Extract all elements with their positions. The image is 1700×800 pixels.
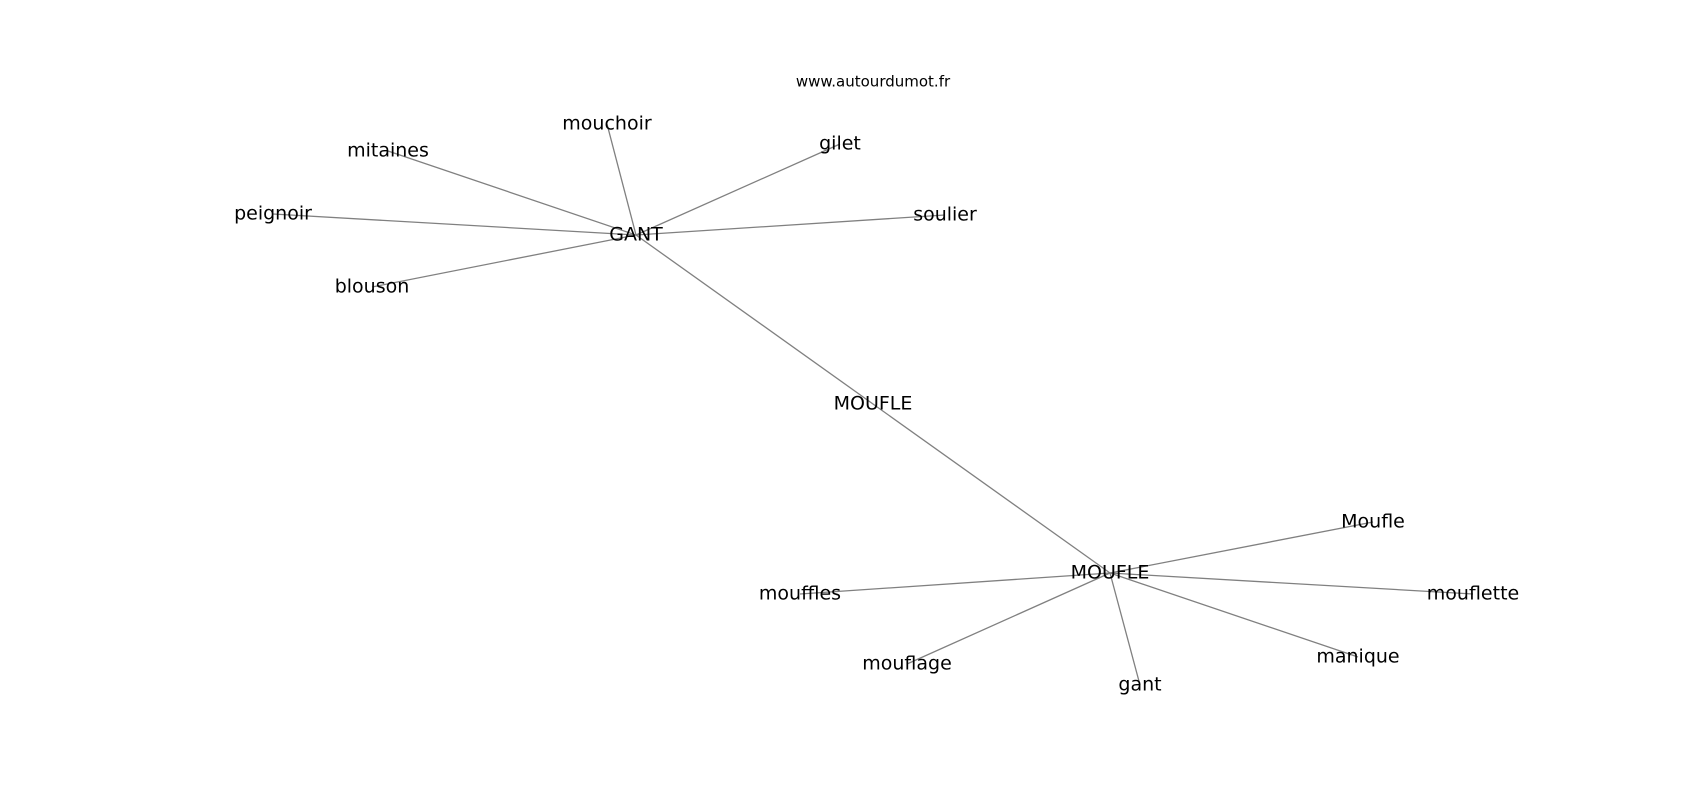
node-moufle-center[interactable]: MOUFLE [834,393,913,415]
edge-gant-hub-gilet [635,143,841,236]
edge-moufle-hub-manique [1109,572,1359,658]
node-mitaines[interactable]: mitaines [347,140,429,162]
node-gilet[interactable]: gilet [819,133,861,155]
edge-moufle-hub-gant [1109,572,1141,686]
node-mouflage[interactable]: mouflage [862,653,952,675]
node-mouflette[interactable]: mouflette [1427,583,1519,605]
edge-moufle-hub-moufle-cap [1109,521,1374,574]
labels-layer: www.autourdumot.fr GANT MOUFLE MOUFLE mo… [234,73,1519,696]
node-peignoir[interactable]: peignoir [234,203,312,225]
node-soulier[interactable]: soulier [913,204,977,226]
edge-gant-hub-mitaines [387,150,637,236]
node-gant[interactable]: gant [1118,674,1161,696]
edge-gant-hub-soulier [635,214,946,236]
node-mouchoir[interactable]: mouchoir [562,113,652,135]
node-mouffles[interactable]: mouffles [759,583,841,605]
edges-layer [272,123,1474,686]
edge-gant-hub-peignoir [272,213,637,236]
edge-gant-hub-mouchoir [606,123,637,236]
edge-gant-hub-blouson [371,234,637,288]
edge-moufle-hub-mouflette [1109,572,1474,595]
node-moufle-hub[interactable]: MOUFLE [1071,562,1150,584]
edge-moufle-hub-mouflage [906,572,1111,665]
node-blouson[interactable]: blouson [335,276,410,298]
node-manique[interactable]: manique [1316,646,1399,668]
edge-gant-hub-moufle-hub [635,234,1111,574]
node-gant-hub[interactable]: GANT [609,224,663,246]
watermark-text[interactable]: www.autourdumot.fr [796,73,951,91]
node-moufle-capitalized[interactable]: Moufle [1341,511,1405,533]
edge-moufle-hub-mouffles [799,572,1111,595]
